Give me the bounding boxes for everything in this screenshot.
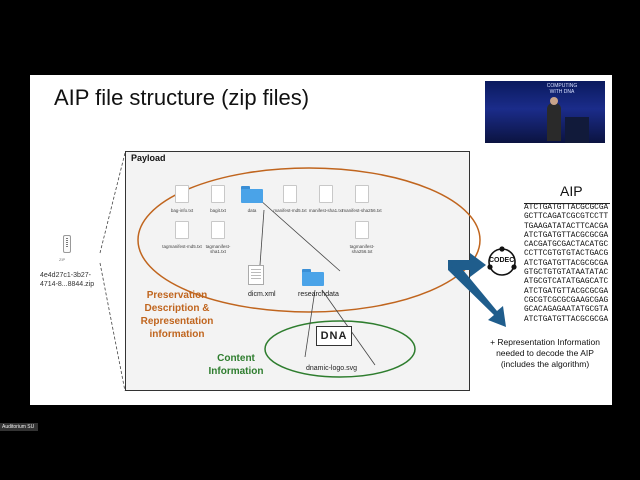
sequence-line: GCTTCAGATCGCGTCCTT [524,213,609,222]
sequence-line: ATCTGATGTTACGCGCGA [524,231,609,240]
sequence-line: ATCTGATGTTACGCGCGA [524,204,609,212]
text-file-icon [174,221,190,241]
researchdata-label: researchdata [298,291,339,298]
sequence-line: CCTTCGTGTGTACTGACG [524,250,609,259]
sequence-line: TGAAGATATACTTCACGA [524,222,609,231]
slide: AIP file structure (zip files) COMPUTING… [30,75,612,405]
file-label: manifest-sha256.txt [342,208,382,213]
text-file-icon [174,185,190,205]
researchdata-folder-icon [302,269,324,286]
text-file-icon [318,185,334,205]
sequence-line: ATCTGATGTTACGCGCGA [524,259,609,268]
zip-file-icon [63,235,71,253]
dna-logo-icon: DNA [316,326,352,346]
file-label: manifest-sha1.txt [308,208,344,213]
dna-logo-label: dnamic-logo.svg [306,365,357,372]
sequence-line: CGCGTCGCGCGAAGCGAG [524,296,609,305]
rep-info-text: + Representation Information needed to d… [490,337,600,369]
sequence-line: CACGATGCGACTACATGC [524,241,609,250]
file-label: tagmanifest-sha256.txt [349,244,375,254]
file-label: tagmanifest-md5.txt [162,244,202,249]
zip-filename: 4e4d27c1-3b27-4714-8...8844.zip [40,272,95,288]
arrow-to-codec [448,253,486,277]
arrow-to-rep-info [448,264,506,327]
content-ellipse [264,320,416,378]
preservation-label: Preservation Description & Representatio… [140,290,214,340]
data-researchdata-line [259,199,341,272]
payload-label: Payload [131,153,166,163]
dicm-label: dicm.xml [248,291,276,298]
content-info-label: Content Information [208,353,264,377]
file-label: data [247,208,257,213]
sequence-line: ATCTGATGTTACGCGCGA [524,315,609,324]
file-label: bagit.txt [210,208,226,213]
sequence-line: ATGCGTCATATGAGCATC [524,278,609,287]
file-label: tagmanifest-sha1.txt [205,244,231,254]
file-label: manifest-md5.txt [273,208,307,213]
codec-cycle-icon [487,246,517,276]
speaker-nameplate: Auditorium SU [0,423,38,431]
researchdata-logo-line [304,289,316,358]
zip-caption: ZIP [59,257,66,262]
data-dicm-line [259,209,265,266]
speaker-video: COMPUTING WITH DNA [485,81,605,143]
zip-link-bottom [99,262,126,392]
data-folder-icon [241,186,263,203]
text-file-icon [210,221,226,241]
preservation-ellipse [137,167,481,313]
text-file-icon [282,185,298,205]
sequence-line: GCACAGAGAATATGCGTA [524,306,609,315]
file-label: bag-info.txt [170,208,194,213]
codec-label: CODEC [489,257,515,264]
sequence-line: GTGCTGTGTATAATATAC [524,269,609,278]
sequence-line: ATCTGATGTTACGCGCGA [524,287,609,296]
xml-file-icon [248,265,264,285]
text-file-icon [210,185,226,205]
slide-title: AIP file structure (zip files) [54,85,310,110]
text-file-icon [354,221,370,241]
aip-title: AIP [560,183,583,199]
diagram-lines [99,152,506,392]
text-file-icon [354,185,370,205]
zip-link-top [99,152,126,254]
camera-sign: COMPUTING WITH DNA [546,83,578,95]
